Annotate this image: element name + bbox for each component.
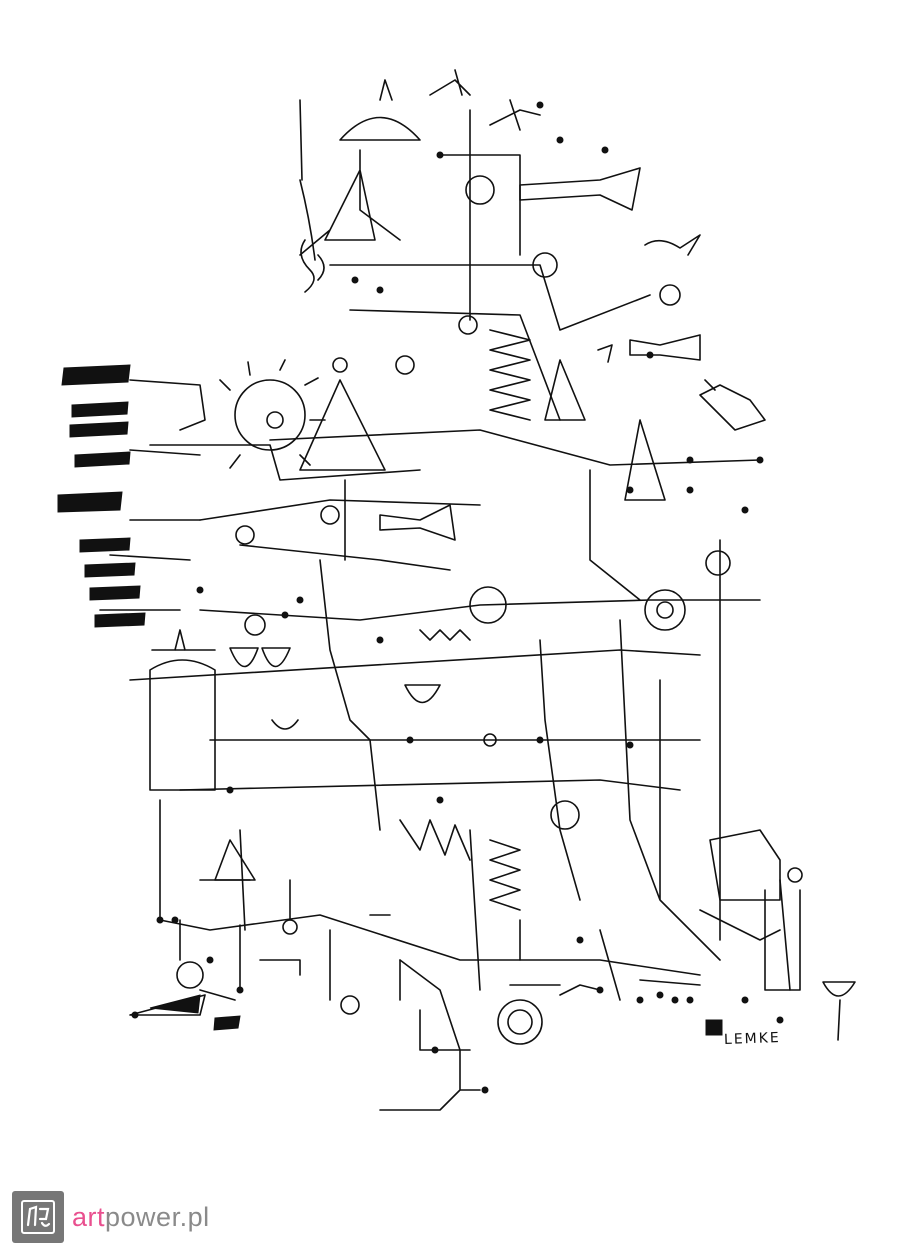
artpower-logo-glyph bbox=[21, 1200, 55, 1234]
drawing-line-work bbox=[99, 69, 856, 1111]
piano-key bbox=[57, 491, 123, 513]
piano-key bbox=[79, 537, 131, 553]
brand-text-power: power.pl bbox=[105, 1201, 210, 1232]
artpower-watermark[interactable]: artpower.pl bbox=[12, 1190, 210, 1244]
wedge-fill bbox=[149, 994, 201, 1014]
piano-key bbox=[71, 401, 129, 418]
block-fill bbox=[705, 1019, 723, 1036]
artpower-wordmark[interactable]: artpower.pl bbox=[72, 1202, 210, 1233]
piano-key bbox=[74, 451, 131, 468]
piano-key bbox=[69, 421, 129, 438]
artpower-logo-icon bbox=[12, 1191, 64, 1243]
piano-key bbox=[89, 585, 141, 601]
drawing-joints bbox=[131, 101, 803, 1094]
brand-text-art: art bbox=[72, 1201, 106, 1232]
piano-key bbox=[94, 612, 146, 628]
artist-signature: LEMKE bbox=[723, 1030, 782, 1048]
piano-key bbox=[61, 364, 131, 386]
block-fill bbox=[213, 1015, 241, 1031]
drawing-filled-marks bbox=[57, 364, 723, 1036]
piano-key bbox=[84, 562, 136, 578]
